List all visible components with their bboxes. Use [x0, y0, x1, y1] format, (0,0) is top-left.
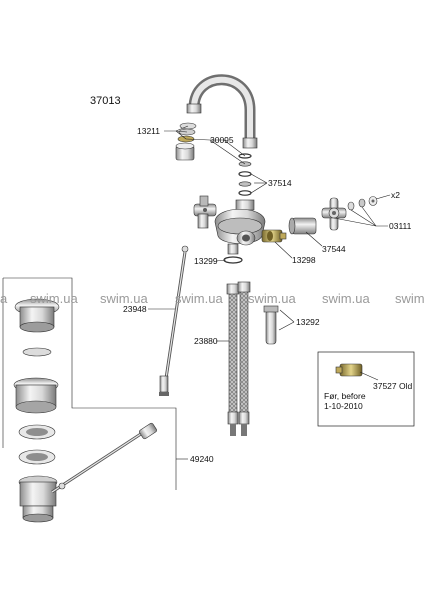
watermark-text: swim.ua — [30, 291, 78, 306]
pull-rod-part — [159, 245, 189, 396]
label-23948: 23948 — [123, 304, 147, 314]
label-03111: 03111 — [389, 221, 412, 231]
watermark: a swim.ua swim.ua swim.ua swim.ua swim s… — [0, 291, 424, 306]
label-37544: 37544 — [322, 244, 346, 254]
label-13298: 13298 — [292, 255, 316, 265]
inset-note-line2: 1-10-2010 — [324, 401, 363, 411]
watermark-text: swim.ua — [322, 291, 370, 306]
label-49240: 49240 — [190, 454, 214, 464]
model-number: 37013 — [90, 95, 121, 107]
watermark-text: a — [0, 291, 8, 306]
spout-part — [186, 74, 258, 149]
cross-handle-part — [321, 196, 378, 231]
watermark-text: swim — [395, 291, 424, 306]
popup-waste-group — [2, 277, 177, 523]
label-x2: x2 — [391, 190, 400, 200]
leader-lines — [148, 125, 391, 460]
old-cartridge-inset: 37527 Old Før, before 1-10-2010 — [317, 351, 415, 427]
inset-part-number: 37527 Old — [373, 381, 412, 391]
label-30095: 30095 — [210, 135, 234, 145]
label-37514: 37514 — [268, 178, 292, 188]
cartridge-part — [261, 229, 287, 243]
faucet-body-part — [214, 199, 266, 246]
bonnet-part — [288, 217, 317, 235]
watermark-text: swim.ua — [248, 291, 296, 306]
aerator-part — [175, 122, 197, 161]
watermark-text: swim.ua — [100, 291, 148, 306]
label-13292: 13292 — [296, 317, 320, 327]
watermark-text: swim.ua — [175, 291, 223, 306]
seal-rings-part — [238, 153, 252, 196]
label-13299: 13299 — [194, 256, 218, 266]
part-number-labels: 13211 30095 37514 x2 03111 37544 13298 1… — [123, 126, 412, 464]
left-handle-part — [193, 195, 217, 229]
supply-hoses-part — [226, 281, 251, 436]
label-23880: 23880 — [194, 336, 218, 346]
label-13211: 13211 — [137, 126, 160, 136]
inset-note-line1: Før, before — [324, 391, 366, 401]
handle-stem-part — [263, 305, 279, 345]
connector-part — [223, 243, 243, 264]
